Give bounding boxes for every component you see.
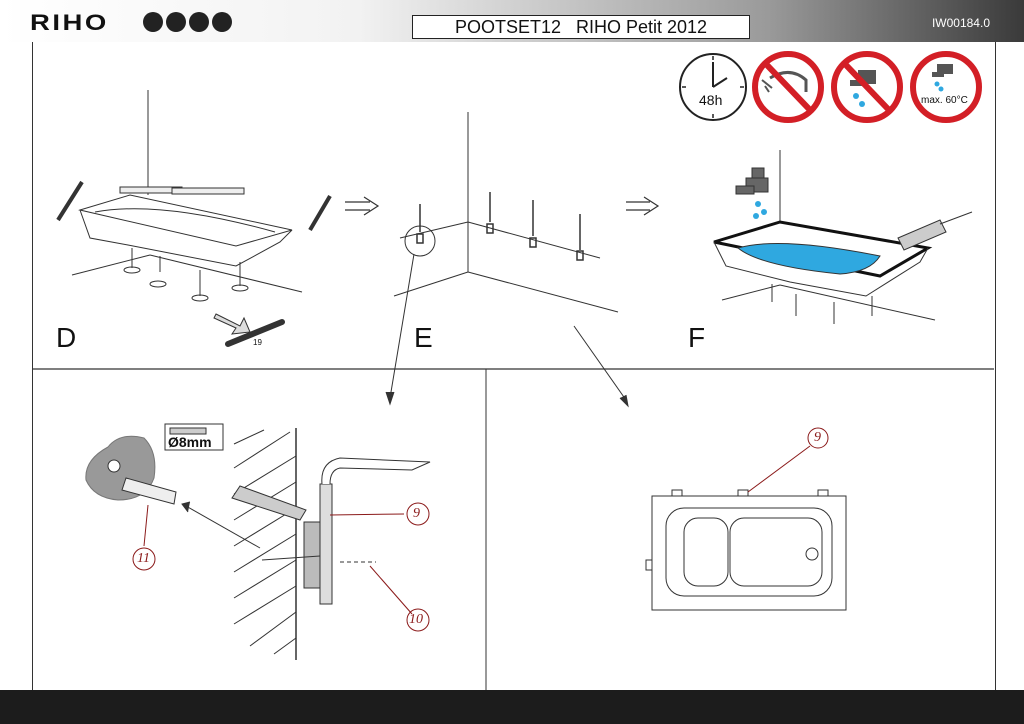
no-tap-icon [831,51,903,123]
callout-top-view-sealant: 9 [814,430,821,445]
no-shower-icon [752,51,824,123]
water-temp-icon [910,51,982,123]
max-temp-label: max. 60°C [921,95,968,106]
cure-time-label: 48h [699,92,723,108]
callout-dowel: 11 [137,551,150,566]
header-bar: RIHO POOTSET12 RIHO Petit 2012 IW00184.0 [0,0,1024,42]
document-title: POOTSET12 RIHO Petit 2012 [412,15,750,39]
document-code: IW00184.0 [931,16,990,30]
step-label-f: F [688,322,706,353]
footer-bar [0,690,1024,724]
clock-icon [679,53,747,121]
safety-equipment-icons [143,12,232,32]
step-label-e: E [414,322,433,353]
panel-e-wall-brackets [393,112,619,313]
callout-screw: 10 [409,612,423,627]
wall-section-detail [85,423,431,660]
step-label-d: D [56,322,77,353]
drill-size-label: Ø8mm [168,434,212,450]
arrow-e-to-f [626,196,660,216]
glasses-icon [189,12,209,32]
gloves-icon [143,12,163,32]
detail-leader-arrows [385,253,629,408]
arrow-d-to-e [345,196,380,216]
bathtub-top-view [645,427,847,611]
wrench-size-label: 19 [253,338,262,347]
panel-f-filled-bathtub [713,150,973,324]
mask-icon [166,12,186,32]
panel-d-bathtub [56,90,332,347]
boots-icon [212,12,232,32]
instruction-frame [32,42,996,690]
brand-logo: RIHO [30,10,109,35]
callout-sealant: 9 [413,506,420,521]
